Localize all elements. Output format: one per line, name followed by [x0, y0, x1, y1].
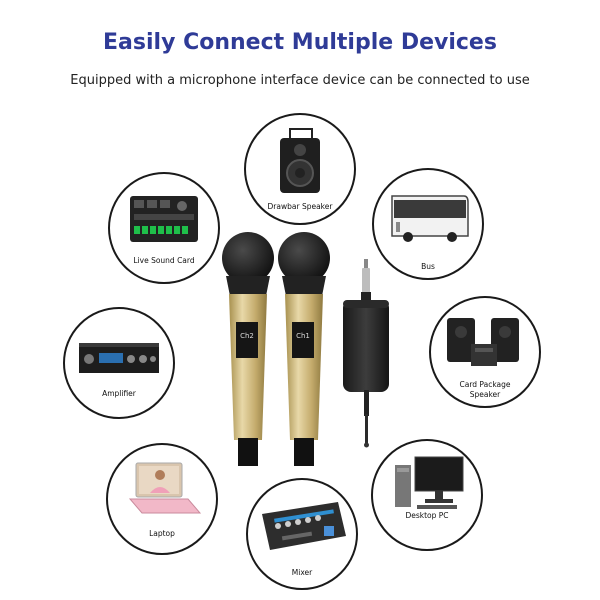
page-subtitle: Equipped with a microphone interface dev…	[70, 73, 530, 88]
device-label: Live Sound Card	[133, 256, 195, 265]
device-circle-desktop-pc: Desktop PC	[371, 439, 483, 551]
page-title: Easily Connect Multiple Devices	[103, 30, 497, 55]
device-label: Mixer	[291, 568, 313, 577]
microphone-1-icon	[222, 232, 274, 466]
device-circle-live-sound-card: Live Sound Card	[108, 172, 220, 284]
speaker-set-icon	[447, 318, 519, 366]
microphone-2-icon	[278, 232, 330, 466]
device-label: Laptop	[149, 529, 175, 538]
device-circle-mixer: Mixer	[246, 478, 358, 590]
device-circle-bus: Bus	[372, 168, 484, 280]
device-label: Speaker	[469, 390, 501, 399]
device-label: Card Package	[459, 380, 511, 389]
device-label: Bus	[421, 262, 435, 271]
device-circle-drawbar-speaker: Drawbar Speaker	[244, 113, 356, 225]
mixer-icon	[262, 502, 346, 550]
receiver-icon	[343, 259, 389, 448]
sound-card-icon	[130, 196, 198, 242]
laptop-icon	[128, 462, 202, 514]
device-circle-card-package-speaker: Card Package Speaker	[429, 296, 541, 408]
mic-1-display: Ch2	[240, 332, 254, 340]
mic-2-display: Ch1	[296, 332, 310, 340]
device-label: Desktop PC	[405, 511, 449, 520]
device-circle-laptop: Laptop	[106, 443, 218, 555]
device-label: Drawbar Speaker	[267, 202, 333, 211]
drawbar-speaker-icon	[280, 128, 320, 193]
device-label: Amplifier	[102, 389, 136, 398]
bus-icon	[391, 195, 469, 242]
desktop-pc-icon	[395, 456, 464, 509]
amplifier-icon	[79, 343, 159, 373]
device-circle-amplifier: Amplifier	[63, 307, 175, 419]
